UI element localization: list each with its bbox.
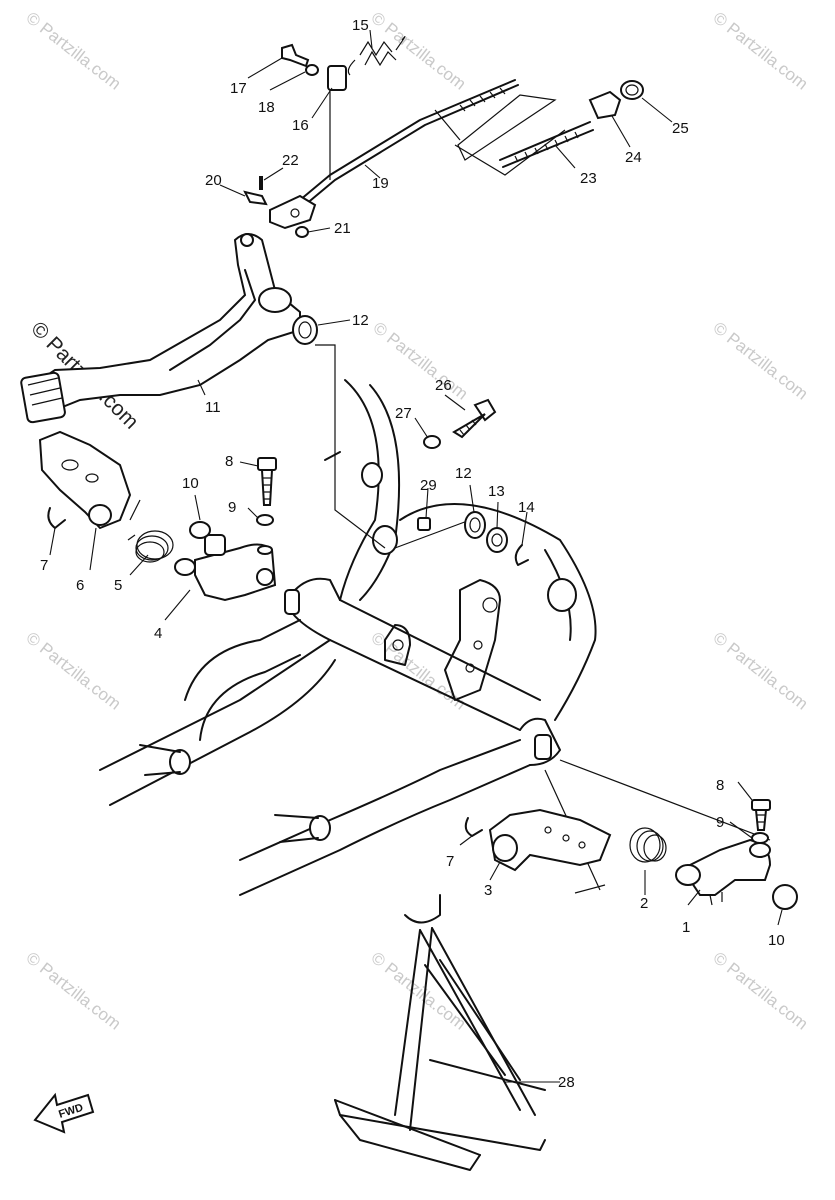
callout-12-top: 12	[352, 312, 369, 329]
callout-27: 27	[395, 405, 412, 422]
e-clip-left	[47, 507, 66, 529]
callout-4: 4	[154, 625, 162, 642]
brake-rod	[299, 79, 519, 206]
callout-29: 29	[420, 477, 437, 494]
callout-12-right: 12	[455, 465, 472, 482]
callout-1: 1	[682, 919, 690, 936]
bolt-17	[281, 43, 310, 68]
cotter-pin-22	[259, 176, 263, 190]
callout-14: 14	[518, 499, 535, 516]
callout-13: 13	[488, 483, 505, 500]
watermark: © Partzilla.com	[710, 8, 812, 94]
left-washer-small	[256, 514, 274, 526]
watermark: © Partzilla.com	[368, 628, 470, 714]
right-footrest	[488, 808, 612, 872]
watermark: © Partzilla.com	[23, 8, 125, 94]
right-bolt	[751, 799, 771, 831]
right-washer	[772, 884, 798, 910]
callout-7-right: 7	[446, 853, 454, 870]
callout-8-left: 8	[225, 453, 233, 470]
callout-8-right: 8	[716, 777, 724, 794]
washer-27	[423, 435, 441, 449]
fwd-arrow: FWD	[33, 1092, 95, 1134]
left-washer	[189, 521, 211, 539]
watermark: © Partzilla.com	[368, 8, 470, 94]
clip-14	[514, 544, 529, 566]
callout-22: 22	[282, 152, 299, 169]
callout-6: 6	[76, 577, 84, 594]
clevis-arm	[269, 194, 317, 230]
watermark: © Partzilla.com	[710, 628, 812, 714]
watermark: © Partzilla.com	[710, 948, 812, 1034]
brake-switch	[327, 65, 347, 91]
e-clip-right	[464, 817, 483, 837]
callout-25: 25	[672, 120, 689, 137]
right-washer-small	[751, 832, 769, 844]
left-spring	[127, 530, 174, 563]
callout-28: 28	[558, 1074, 575, 1091]
callout-19: 19	[372, 175, 389, 192]
right-spring	[629, 827, 667, 863]
washer-18	[305, 64, 319, 76]
adjuster-24	[588, 90, 622, 120]
nut-21	[295, 226, 309, 238]
seal-12-top	[292, 315, 318, 345]
callout-18: 18	[258, 99, 275, 116]
callout-3: 3	[484, 882, 492, 899]
callouts: 1 2 3 4 5 6 7 7 8 8 9 9 10 10 11 12 12 1…	[40, 17, 785, 1091]
watermark: © Partzilla.com	[710, 318, 812, 404]
watermark: © Partzilla.com	[370, 318, 472, 404]
callout-15: 15	[352, 17, 369, 34]
right-footrest-bracket	[675, 838, 772, 906]
callout-7-left: 7	[40, 557, 48, 574]
return-spring	[347, 36, 406, 76]
callout-24: 24	[625, 149, 642, 166]
frame	[99, 379, 597, 896]
callout-16: 16	[292, 117, 309, 134]
left-bolt	[257, 457, 277, 506]
part-29	[417, 517, 431, 531]
washer-13	[486, 527, 508, 553]
guide-lines	[129, 94, 771, 894]
clevis-pin-20	[243, 190, 268, 206]
callout-11: 11	[205, 399, 221, 416]
callout-26: 26	[435, 377, 452, 394]
callout-23: 23	[580, 170, 597, 187]
callout-20: 20	[205, 172, 222, 189]
left-footrest-bracket	[174, 534, 277, 602]
callout-5: 5	[114, 577, 122, 594]
watermark: © Partzilla.com	[23, 948, 125, 1034]
left-footrest	[38, 430, 132, 530]
stand	[334, 894, 546, 1171]
bolt-26	[452, 398, 497, 439]
callout-17: 17	[230, 80, 247, 97]
brake-pedal	[20, 233, 301, 424]
seal-12-right	[464, 511, 486, 539]
watermark: © Partzilla.com	[23, 628, 125, 714]
callout-9-right: 9	[716, 814, 724, 831]
leader-lines	[49, 29, 783, 1083]
callout-9-left: 9	[228, 499, 236, 516]
callout-10-right: 10	[768, 932, 785, 949]
callout-2: 2	[640, 895, 648, 912]
callout-10-left: 10	[182, 475, 199, 492]
adjuster-nut-25	[620, 80, 644, 100]
adjuster-rod	[499, 121, 594, 168]
callout-21: 21	[334, 220, 351, 237]
